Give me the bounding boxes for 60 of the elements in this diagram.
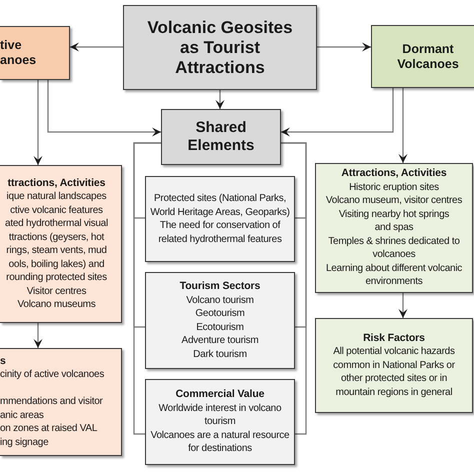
body-text: Geotourism [195,307,245,320]
body-text: ated hydrothermal visual [5,217,108,230]
info-box [0,348,122,456]
arrow [47,80,161,136]
body-text: Protected sites (National Parks, World Heritage Areas, Geoparks) [150,192,290,219]
body-text: All potential volcanic hazards common in National Parks or other protected sites or in mountain regions in general [332,345,456,400]
body-text: Volcano museum, visitor centres [326,194,462,208]
body-text: mmendations and visitor [0,395,103,409]
body-text: on zones at raised VAL [0,422,98,436]
category-box [371,25,474,88]
heading-text: s [0,354,6,368]
body-text: ique natural landscapes [6,190,106,204]
category-box [0,26,70,80]
body-text: Historic eruption sites [349,180,439,194]
heading-box [161,109,281,165]
body-text: Visiting nearby hot springs and spas [338,208,450,235]
arrow [34,80,42,165]
arrow [398,293,408,318]
heading-text: ttractions, Activities [8,176,106,190]
heading-text: Commercial Value [176,388,264,402]
body-text: Temples & shrines dedicated to volcanoes [327,234,461,262]
body-text: The need for conservation of related hydrothermal features [157,219,283,246]
heading-text: Shared Elements [188,119,254,155]
body-text: Dark tourism [193,348,247,361]
connector-line [133,142,307,435]
category-label: Dormant Volcanoes [397,42,459,72]
body-text: ttractions (geysers, hot [8,230,104,244]
arrow [317,42,371,52]
body-text: rounding protected sites [6,271,107,284]
body-text: Ecotourism [196,320,244,334]
body-text: Volcano tourism [186,294,254,307]
body-text: anic areas [0,408,44,422]
body-text: ctive volcanic features [10,204,103,217]
info-box [145,176,295,262]
body-text: ing signage [0,436,48,450]
arrow [70,42,123,52]
heading-text: Risk Factors [363,332,425,346]
body-text: Adventure tourism [182,334,258,348]
info-box [145,272,295,369]
title-text: Volcanic Geosites as Tourist Attractions [146,18,294,78]
body-text: cinity of active volcanoes [0,368,104,382]
info-box [0,165,122,323]
arrow [216,90,224,109]
body-text: rings, steam vents, mud [6,244,107,258]
info-box [145,379,295,465]
body-text: Volcanoes are a natural resource for destinations [150,428,290,456]
info-box [315,318,473,413]
heading-text: Tourism Sectors [180,280,260,294]
arrow [34,323,42,348]
title-box [123,5,317,90]
category-label: tive anoes [0,38,36,68]
body-text: Volcano museums [18,298,96,312]
body-text: Worldwide interest in volcano tourism [158,402,282,429]
heading-text: Attractions, Activities [341,167,447,181]
arrow [281,88,394,136]
body-text: Visitor centres [26,284,86,298]
arrow [398,88,408,163]
body-text: ools, boiling lakes) and [8,258,104,271]
body-text: Learning about different volcanic environments [324,262,464,289]
info-box [315,163,473,293]
